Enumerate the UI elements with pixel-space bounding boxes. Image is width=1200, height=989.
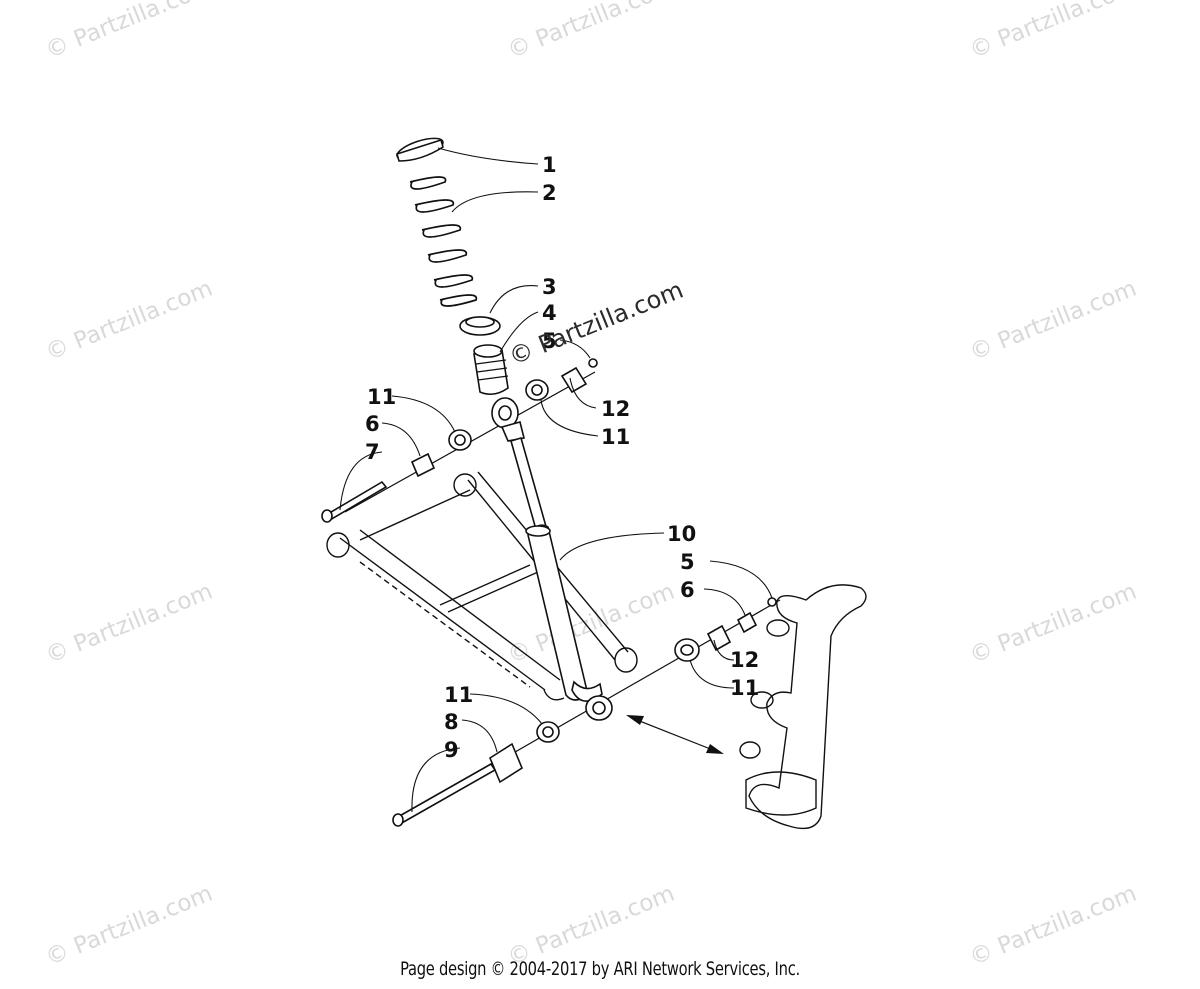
callout-3: 3: [542, 275, 557, 299]
callout-8: 8: [444, 710, 459, 734]
bolt-9: [394, 762, 497, 826]
spacer-6: [410, 452, 436, 478]
bushing-11-hole: [454, 434, 466, 446]
bushing-11b-hole: [531, 384, 543, 396]
spindle: [739, 584, 867, 830]
spacer-6b: [736, 611, 758, 634]
footer-copyright: Page design © 2004-2017 by ARI Network S…: [400, 958, 800, 980]
direction-arrow: [626, 715, 724, 754]
bolt-7-head: [321, 509, 333, 523]
bolt-7: [324, 480, 388, 522]
callout-12: 12: [601, 397, 630, 421]
bushing-11d-hole: [680, 644, 694, 656]
leader-lines: [339, 147, 773, 813]
callout-9: 9: [444, 738, 459, 762]
nut-5b: [767, 597, 777, 607]
callout-5: 5: [542, 329, 557, 353]
spacer-8: [489, 742, 523, 784]
callout-7: 7: [365, 440, 380, 464]
bump-stop: [473, 344, 509, 396]
spring-cap: [396, 137, 444, 162]
sleeve-12b: [706, 624, 732, 652]
callout-6: 6: [365, 412, 380, 436]
adjuster-ring-inner: [465, 316, 495, 328]
sleeve-12: [560, 366, 588, 394]
callout-10: 10: [667, 522, 696, 546]
bushing-11c-hole: [542, 726, 554, 738]
callout-5-lower: 5: [680, 550, 695, 574]
callout-2: 2: [542, 181, 557, 205]
callout-11: 11: [601, 425, 630, 449]
shock-absorber: [491, 397, 613, 721]
callout-11-lower: 11: [730, 676, 759, 700]
callout-12-lower: 12: [730, 648, 759, 672]
callout-6-lower: 6: [680, 578, 695, 602]
callout-4: 4: [542, 301, 557, 325]
coil-spring: [409, 176, 478, 307]
a-arm: [326, 471, 638, 701]
callout-11-bottom: 11: [444, 683, 473, 707]
callout-11-left: 11: [367, 385, 396, 409]
nut-5: [588, 358, 598, 368]
callout-1: 1: [542, 153, 557, 177]
bolt-9-head: [392, 813, 404, 827]
